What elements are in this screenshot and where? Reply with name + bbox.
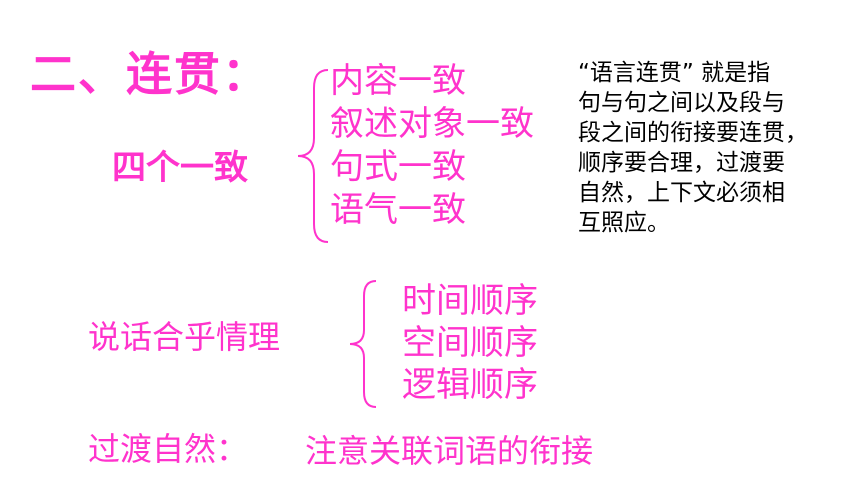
natural-transition-text: 注意关联词语的衔接: [305, 432, 594, 470]
section-title: 二、连贯：: [30, 47, 270, 101]
list-item: 时间顺序: [402, 281, 538, 321]
order-list: 时间顺序 空间顺序 逻辑顺序: [402, 280, 538, 406]
list-item: 内容一致: [330, 61, 466, 101]
list-item: 叙述对象一致: [330, 104, 534, 144]
left-brace-icon: [297, 69, 329, 243]
four-consistencies-label: 四个一致: [112, 148, 248, 188]
list-item: 空间顺序: [402, 323, 538, 363]
list-item: 语气一致: [330, 190, 466, 230]
definition-line: “语言连贯” 就是指: [578, 60, 771, 86]
definition-line: 句与句之间以及段与: [578, 90, 785, 116]
reasonable-speech-label: 说话合乎情理: [88, 318, 281, 356]
definition-line: 互照应。: [578, 210, 670, 236]
definition-line: 顺序要合理，过渡要: [578, 150, 785, 176]
list-item: 句式一致: [330, 147, 466, 187]
natural-transition-label: 过渡自然：: [88, 430, 249, 468]
left-brace-icon: [349, 280, 377, 408]
coherence-definition: “语言连贯” 就是指 句与句之间以及段与 段之间的衔接要连贯， 顺序要合理，过渡…: [578, 58, 840, 238]
list-item: 逻辑顺序: [402, 365, 538, 405]
definition-line: 自然，上下文必须相: [578, 180, 785, 206]
consistency-list: 内容一致 叙述对象一致 句式一致 语气一致: [330, 60, 534, 232]
definition-line: 段之间的衔接要连贯，: [578, 120, 808, 146]
